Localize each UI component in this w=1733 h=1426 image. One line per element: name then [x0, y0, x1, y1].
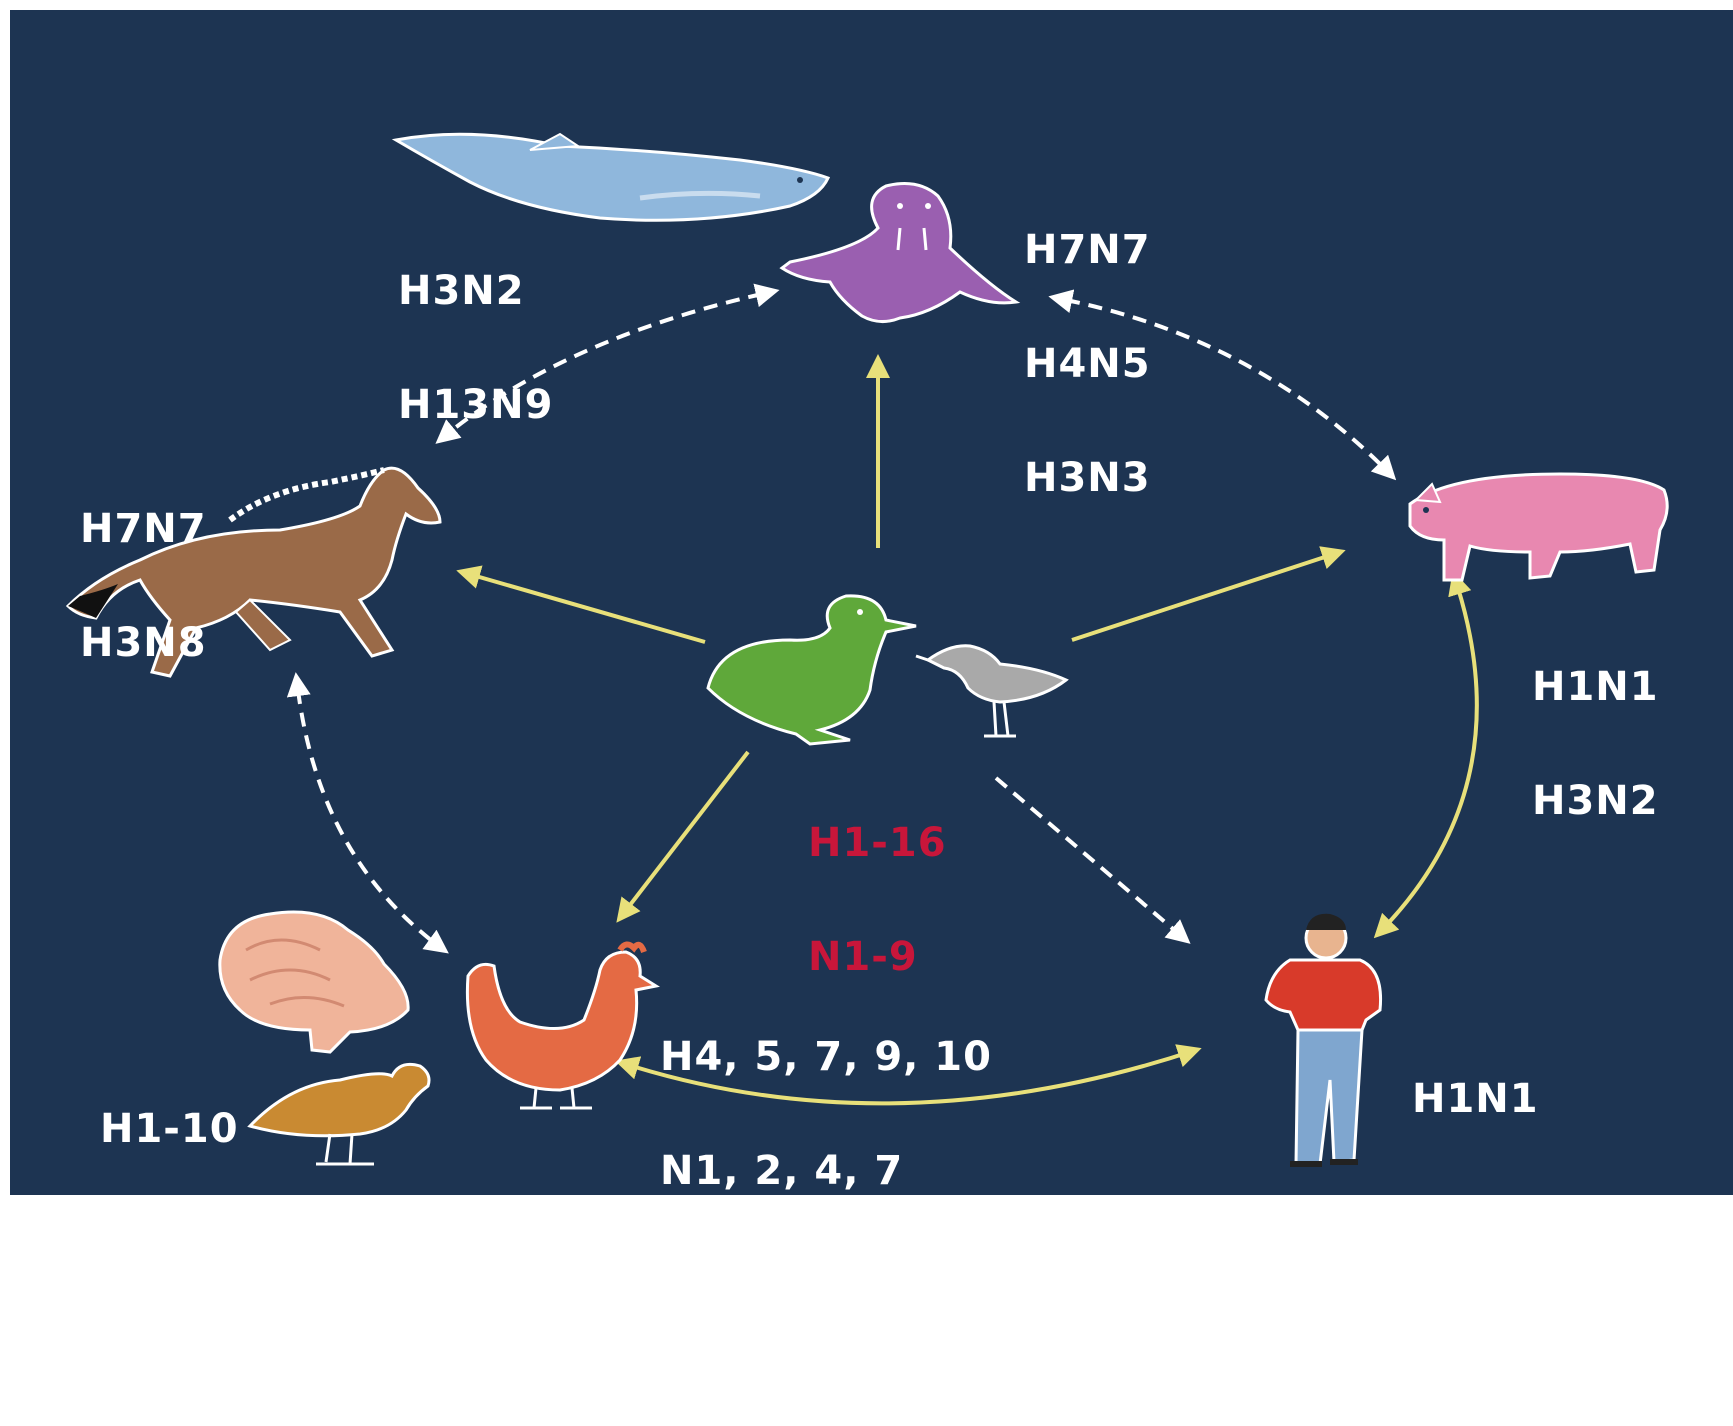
label-whale-line-2: H13N9	[398, 386, 553, 424]
turkey-icon	[220, 912, 408, 1052]
pig-icon	[1410, 474, 1667, 580]
label-pig-line-1: H1N1	[1532, 668, 1659, 706]
label-wild-birds-line-1: H1-16	[808, 824, 947, 862]
label-pig: H1N1 H3N2	[1532, 592, 1659, 896]
duck-icon	[708, 596, 916, 744]
label-seal-line-2: H4N5	[1024, 345, 1151, 383]
label-seal-line-3: H3N3	[1024, 459, 1151, 497]
arrow-birds-to-chicken	[620, 752, 748, 918]
arrow-birds-to-human	[996, 778, 1186, 940]
label-seal-line-1: H7N7	[1024, 231, 1151, 269]
label-human-line-3: H3N3	[1412, 1308, 1539, 1346]
shorebird-icon	[916, 646, 1066, 736]
label-horse-line-2: H3N8	[80, 624, 207, 662]
human-icon	[1266, 914, 1381, 1164]
label-human-line-2: H2N2	[1412, 1194, 1539, 1232]
arrow-pig-human	[1378, 588, 1477, 934]
label-whale: H3N2 H13N9	[398, 196, 553, 500]
label-chicken: H4, 5, 7, 9, 10 N1, 2, 4, 7	[660, 962, 992, 1266]
arrow-horse-poultry	[298, 690, 444, 950]
label-seal: H7N7 H4N5 H3N3	[1024, 155, 1151, 573]
label-turkey-quail: H1-10 N1-9	[100, 1034, 239, 1338]
label-turkey-quail-line-1: H1-10	[100, 1110, 239, 1148]
label-turkey-quail-line-2: N1-9	[100, 1224, 239, 1262]
chicken-icon	[467, 944, 656, 1108]
quail-icon	[250, 1064, 429, 1164]
influenza-host-diagram: H3N2 H13N9 H7N7 H4N5 H3N3 H7N7 H3N8 H1N1…	[0, 0, 1733, 1238]
arrow-birds-to-horse	[462, 572, 705, 642]
label-human-line-1: H1N1	[1412, 1080, 1539, 1118]
label-whale-line-1: H3N2	[398, 272, 553, 310]
label-pig-line-2: H3N2	[1532, 782, 1659, 820]
label-human: H1N1 H2N2 H3N3	[1412, 1004, 1539, 1422]
label-horse-line-1: H7N7	[80, 510, 207, 548]
label-chicken-line-1: H4, 5, 7, 9, 10	[660, 1038, 992, 1076]
seal-icon	[782, 184, 1016, 322]
label-horse: H7N7 H3N8	[80, 434, 207, 738]
label-chicken-line-2: N1, 2, 4, 7	[660, 1152, 992, 1190]
